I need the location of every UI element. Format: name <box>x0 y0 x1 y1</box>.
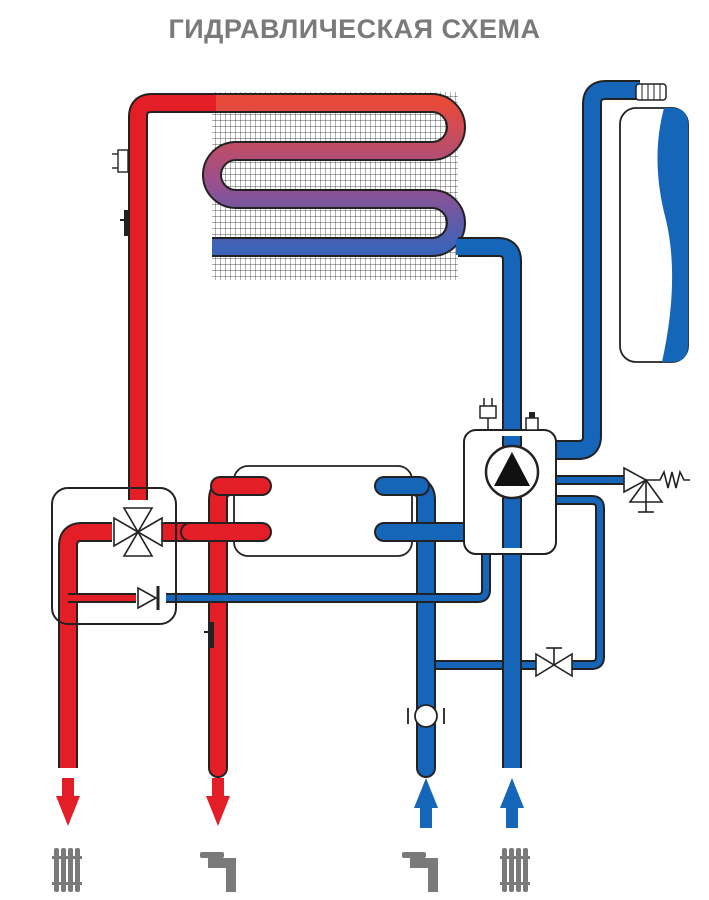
primary-heat-exchanger <box>202 92 466 280</box>
flow-arrow-dhw-out <box>206 778 230 826</box>
expansion-vessel <box>619 83 689 363</box>
radiator-icon <box>52 848 82 892</box>
pump-block <box>463 398 557 555</box>
overheat-thermostat-icon <box>112 149 130 173</box>
pressure-sensor-icon <box>525 412 539 431</box>
three-way-valve-block <box>51 487 177 625</box>
radiator-icon <box>500 848 530 892</box>
check-valve-icon <box>137 586 160 610</box>
safety-valve-icon <box>623 466 690 513</box>
secondary-heat-exchanger <box>233 465 413 557</box>
temperature-sensor-icon <box>120 210 130 236</box>
dhw-temperature-sensor-icon <box>204 622 214 648</box>
faucet-icon <box>402 852 438 892</box>
fill-valve-icon <box>535 647 573 678</box>
flow-arrow-heating-out <box>56 778 80 826</box>
flow-arrow-cold-in <box>414 778 438 828</box>
air-vent-icon <box>479 398 497 430</box>
flow-arrow-heating-return <box>500 778 524 828</box>
flow-sensor-icon <box>407 704 445 728</box>
three-way-valve-icon <box>113 507 163 557</box>
diagram-title: ГИДРАВЛИЧЕСКАЯ СХЕМА <box>168 14 541 44</box>
faucet-icon <box>200 852 236 892</box>
